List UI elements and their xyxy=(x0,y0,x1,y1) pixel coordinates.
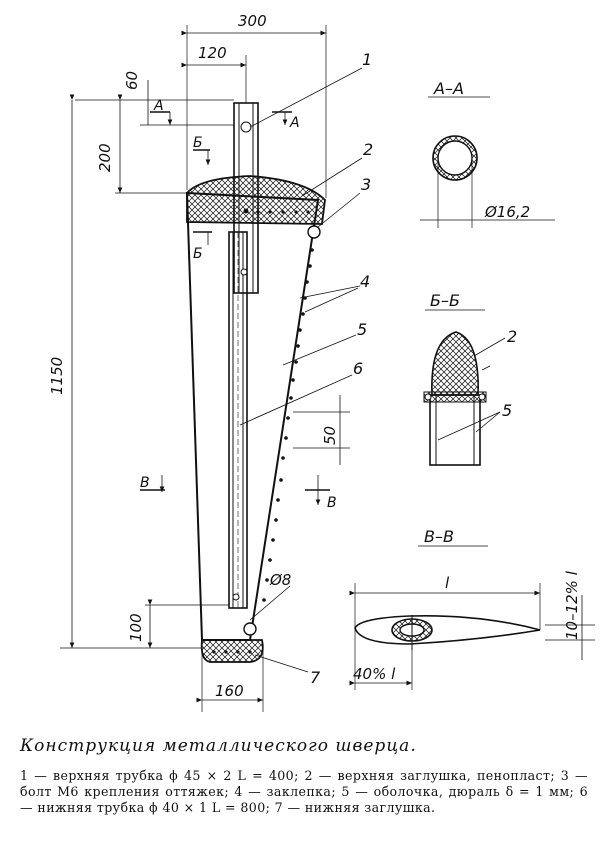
dim-50: 50 xyxy=(321,426,339,445)
dim-thickness: 10–12% l xyxy=(563,570,581,640)
dim-120: 120 xyxy=(198,44,227,62)
dim-d16: Ø16,2 xyxy=(484,203,530,221)
dim-100: 100 xyxy=(127,613,145,642)
dim-d8: Ø8 xyxy=(269,571,291,589)
dim-40pct: 40% l xyxy=(353,665,396,683)
airfoil xyxy=(354,614,541,645)
mark-v-left: В xyxy=(140,475,150,491)
callout-5: 5 xyxy=(357,320,367,339)
callout-2: 2 xyxy=(363,140,373,159)
bb-callout-5: 5 xyxy=(502,401,512,420)
rivets xyxy=(212,210,314,654)
section-title-aa: А–А xyxy=(433,79,464,98)
callout-3: 3 xyxy=(361,175,371,194)
callout-1: 1 xyxy=(362,50,372,69)
callout-7: 7 xyxy=(310,668,321,687)
dim-l: l xyxy=(445,574,450,592)
section-title-vv: В–В xyxy=(424,527,454,546)
figure-caption: Конструкция металлического шверца. xyxy=(20,736,417,756)
dim-60: 60 xyxy=(123,71,141,90)
figure-legend: 1 — верхняя трубка ϕ 45 × 2 L = 400; 2 —… xyxy=(20,768,588,815)
dim-200: 200 xyxy=(96,143,114,172)
mark-v-right: В xyxy=(327,495,337,511)
bottom-plug xyxy=(200,639,264,663)
top-plug xyxy=(186,175,326,225)
callout-4: 4 xyxy=(360,272,370,291)
mark-a-right: А xyxy=(289,115,300,131)
mark-b-top: Б xyxy=(193,135,203,151)
dim-300: 300 xyxy=(238,12,267,30)
bb-callout-2: 2 xyxy=(507,327,517,346)
section-title-bb: Б–Б xyxy=(430,291,460,310)
dim-160: 160 xyxy=(215,682,244,700)
mark-a-left: А xyxy=(153,98,164,114)
dim-1150: 1150 xyxy=(48,357,66,395)
mark-b-bottom: Б xyxy=(193,246,203,262)
callout-6: 6 xyxy=(353,359,363,378)
